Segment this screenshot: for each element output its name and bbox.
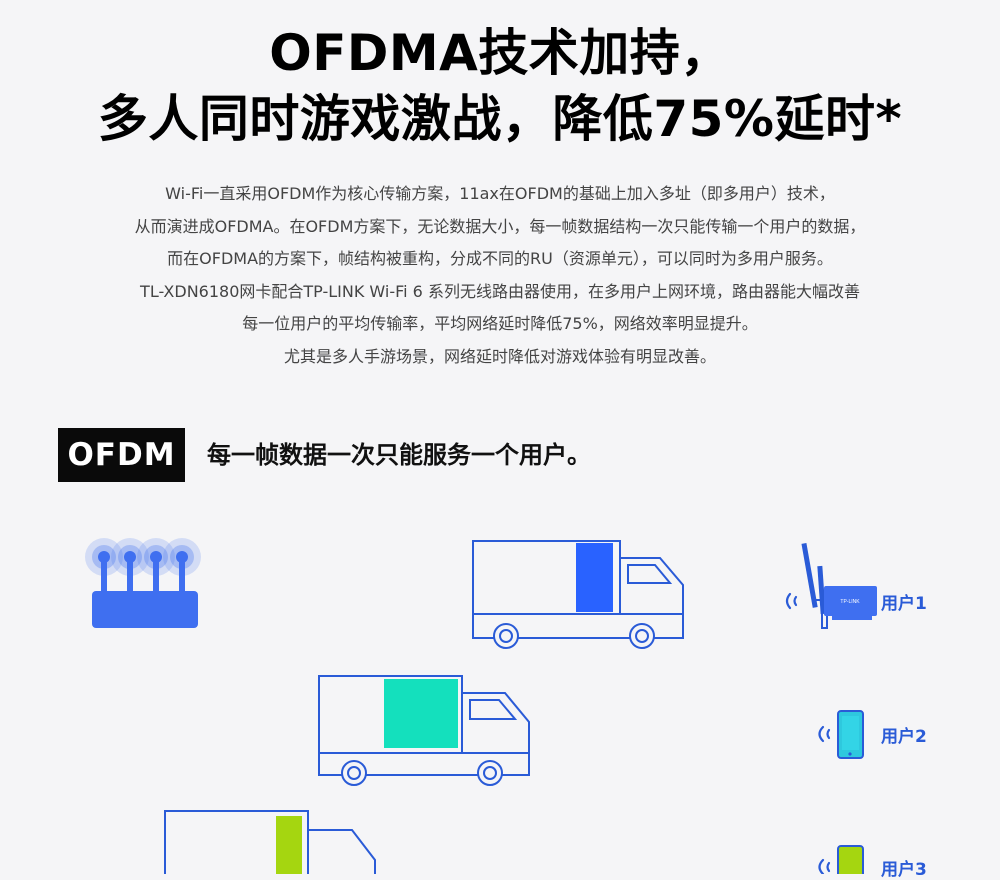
truck-2 — [318, 675, 530, 786]
description-line: 从而演进成OFDMA。在OFDM方案下，无论数据大小，每一帧数据结构一次只能传输… — [134, 216, 866, 236]
description-line: Wi-Fi一直采用OFDM作为核心传输方案，11ax在OFDM的基础上加入多址（… — [165, 184, 835, 203]
headline-line-2: 多人同时游戏激战，降低75%延时* — [97, 90, 903, 148]
description-line: 尤其是多人手游场景，网络延时降低对游戏体验有明显改善。 — [283, 346, 716, 366]
truck-3-cargo — [276, 816, 302, 874]
smartphone-icon — [818, 845, 864, 874]
wifi-signal-icon — [818, 858, 831, 874]
description: Wi-Fi一直采用OFDM作为核心传输方案，11ax在OFDM的基础上加入多址（… — [0, 178, 1000, 373]
wifi-signal-icon — [785, 592, 798, 610]
truck-1-cargo — [576, 543, 613, 612]
headline: OFDMA技术加持， 多人同时游戏激战，降低75%延时* — [0, 20, 1000, 152]
card-brand: TP-LINK — [840, 599, 860, 605]
wifi-signal-icon — [818, 725, 831, 743]
truck-2-cargo — [384, 679, 458, 748]
description-line: 每一位用户的平均传输率，平均网络延时降低75%，网络效率明显提升。 — [242, 314, 758, 333]
pcie-wifi-card-icon: TP-LINK — [785, 542, 877, 629]
description-line: TL-XDN6180网卡配合TP-LINK Wi-Fi 6 系列无线路由器使用，… — [140, 281, 860, 301]
smartphone-icon — [818, 710, 864, 759]
headline-line-1: OFDMA技术加持， — [269, 24, 731, 82]
ofdm-badge: OFDM — [58, 428, 185, 482]
description-line: 而在OFDMA的方案下，帧结构被重构，分成不同的RU（资源单元），可以同时为多用… — [167, 249, 833, 268]
truck-3 — [164, 810, 376, 874]
router-icon — [85, 538, 201, 628]
user-label-3: 用户3 — [881, 860, 927, 880]
user-label-2: 用户2 — [881, 727, 927, 747]
section-caption: 每一帧数据一次只能服务一个用户。 — [207, 441, 591, 469]
truck-1 — [472, 540, 684, 649]
user-label-1: 用户1 — [881, 594, 927, 614]
